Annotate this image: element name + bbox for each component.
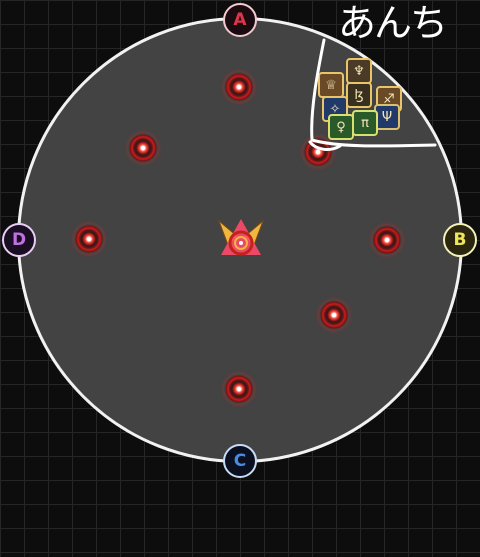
aoe-marker	[224, 374, 254, 404]
aoe-marker	[224, 72, 254, 102]
waymark-a-label: A	[233, 10, 247, 30]
sword-job-icon: ɮ	[346, 82, 372, 108]
handwritten-bracket	[308, 38, 437, 151]
aoe-marker	[128, 133, 158, 163]
party-stack: ♕ ♆ ɮ ♐ Ψ ✧ ♀ π	[316, 56, 406, 142]
waymark-d: D	[2, 223, 36, 257]
waymark-a: A	[223, 3, 257, 37]
star-job-icon: π	[352, 110, 378, 136]
moon-job-icon: Ψ	[374, 104, 400, 130]
waymark-c: C	[223, 444, 257, 478]
waymark-c-label: C	[233, 451, 247, 471]
aoe-marker	[372, 225, 402, 255]
aoe-marker	[319, 300, 349, 330]
aoe-marker	[74, 224, 104, 254]
waymark-d-label: D	[11, 230, 27, 250]
boss-target-ring-icon	[217, 219, 265, 256]
waymark-b-label: B	[453, 230, 467, 250]
waymark-b: B	[443, 223, 477, 257]
handwritten-note: あんち	[338, 1, 448, 45]
leaf-job-icon: ♀	[328, 114, 354, 140]
